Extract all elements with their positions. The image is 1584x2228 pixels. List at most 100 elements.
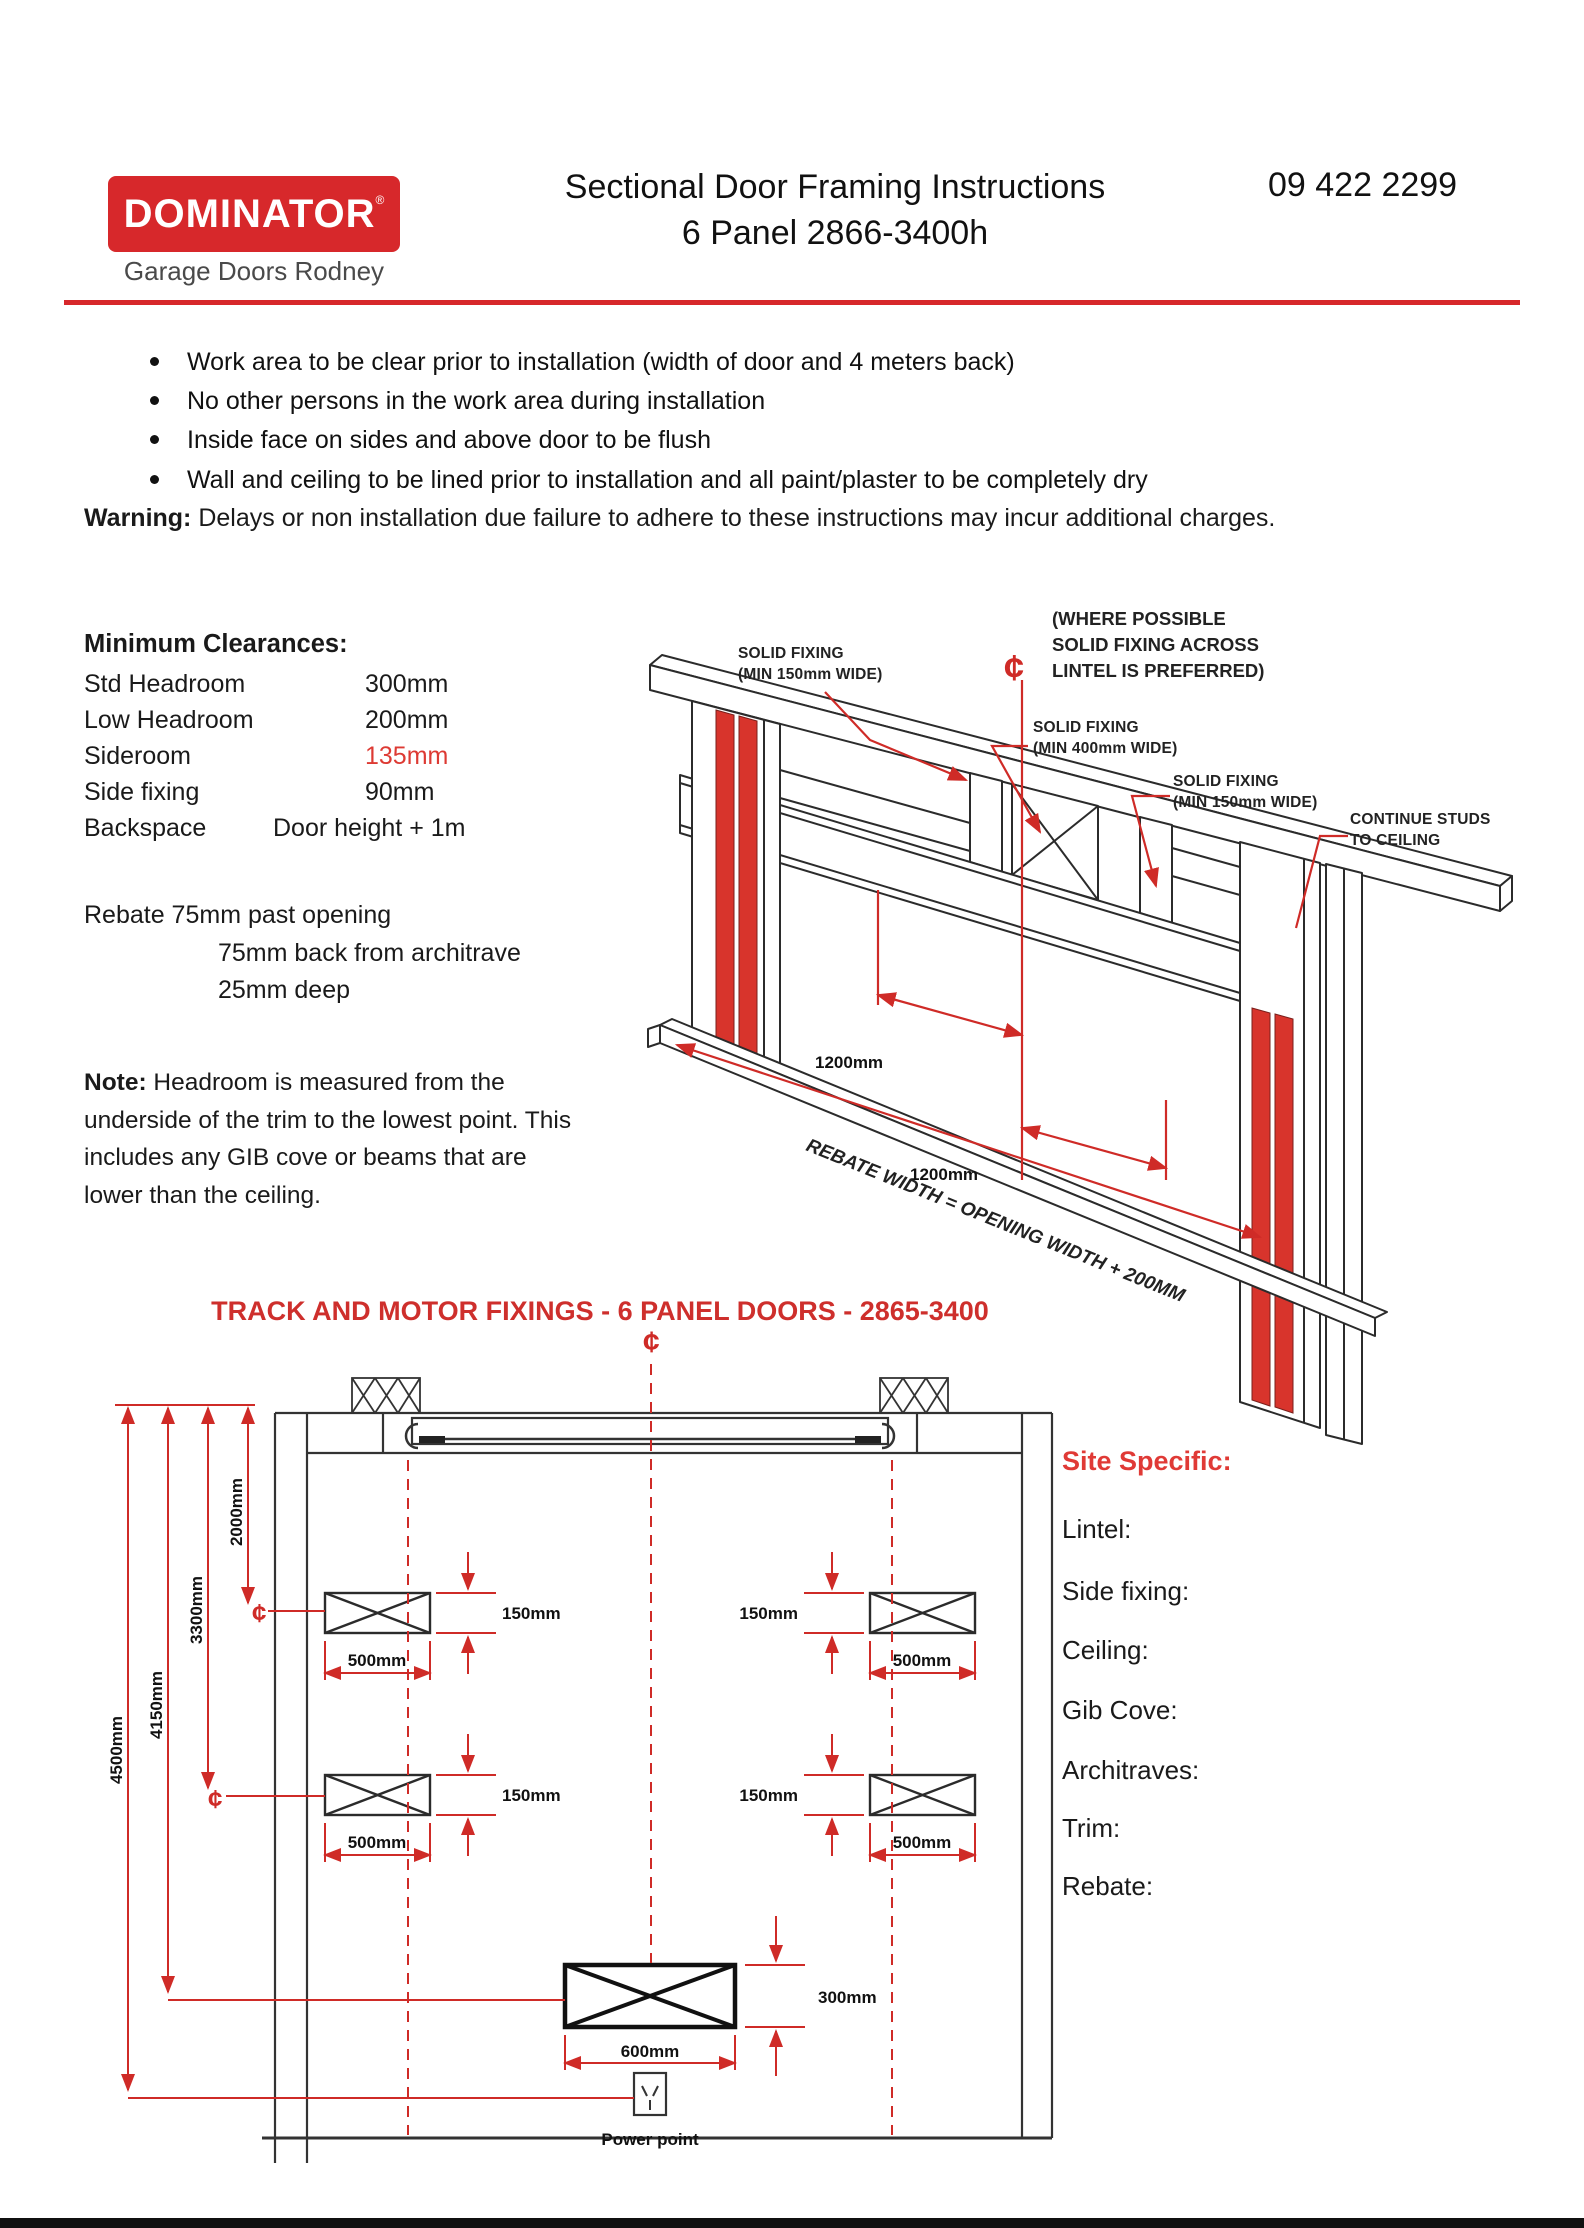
site-item-lintel: Lintel: bbox=[1062, 1514, 1132, 1544]
track-fixing-blocks bbox=[323, 1591, 977, 1817]
title-line1: Sectional Door Framing Instructions bbox=[564, 168, 1106, 206]
left-jamb bbox=[691, 700, 781, 1075]
svg-text:SOLID FIXING ACROSS: SOLID FIXING ACROSS bbox=[1052, 634, 1259, 655]
bullet-item: Inside face on sides and above door to b… bbox=[187, 426, 711, 454]
clearance-label: Low Headroom bbox=[84, 706, 254, 734]
fixing-stud-right bbox=[1139, 816, 1173, 924]
centerline-symbol-3300: ¢ bbox=[208, 1784, 222, 1814]
logo-wordmark: DOMINATOR bbox=[123, 191, 376, 236]
clearance-label: Std Headroom bbox=[84, 670, 246, 698]
motor-fixing-block bbox=[562, 1962, 738, 2030]
leader-continue-studs bbox=[1294, 834, 1348, 929]
logo-subtitle: Garage Doors Rodney bbox=[123, 256, 385, 286]
track-pin-left bbox=[419, 1436, 445, 1443]
lintel-hatch-blocks bbox=[351, 1377, 949, 1414]
track-pin-right bbox=[855, 1436, 881, 1443]
warning-label: Warning: bbox=[84, 504, 192, 532]
page-bottom-edge bbox=[0, 2218, 1584, 2228]
warning-text: Delays or non installation due failure t… bbox=[198, 504, 1276, 532]
dim-4500: 4500mm bbox=[107, 1716, 126, 1784]
centerline-symbol-top: ¢ bbox=[643, 1326, 660, 1359]
dim-150: 150mm bbox=[739, 1604, 798, 1623]
rebate-width-arrow bbox=[674, 1043, 1263, 1239]
clearances-heading: Minimum Clearances: bbox=[84, 630, 348, 658]
dim-500: 500mm bbox=[348, 1833, 407, 1852]
bullet-dot bbox=[150, 396, 159, 405]
bullet-item: No other persons in the work area during… bbox=[187, 387, 766, 415]
dim-500: 500mm bbox=[893, 1833, 952, 1852]
bullet-dot bbox=[150, 435, 159, 444]
dim-500: 500mm bbox=[348, 1651, 407, 1670]
power-point-label: Power point bbox=[601, 2130, 699, 2149]
bullet-item: Work area to be clear prior to installat… bbox=[187, 348, 1015, 376]
svg-text:(MIN 150mm WIDE): (MIN 150mm WIDE) bbox=[738, 666, 882, 683]
framing-diagram: ¢ SOLID FIXING (MIN 150mm WIDE) (WHERE P… bbox=[647, 608, 1513, 1445]
fixing-stud-left bbox=[969, 772, 1003, 873]
dim-300: 300mm bbox=[818, 1988, 877, 2007]
dim-500: 500mm bbox=[893, 1651, 952, 1670]
clearance-value: 300mm bbox=[365, 670, 449, 698]
title-line2: 6 Panel 2866-3400h bbox=[681, 214, 989, 252]
clearance-label: Backspace bbox=[84, 814, 207, 842]
dim-150: 150mm bbox=[502, 1604, 561, 1623]
svg-text:(MIN 150mm WIDE): (MIN 150mm WIDE) bbox=[1173, 794, 1317, 811]
registered-mark: ® bbox=[375, 193, 385, 207]
site-item-trim: Trim: bbox=[1062, 1813, 1121, 1843]
note-paragraph: Note: Headroom is measured from the unde… bbox=[84, 1064, 584, 1214]
centerline-symbol-2000: ¢ bbox=[252, 1598, 266, 1628]
centerline-symbol: ¢ bbox=[1004, 647, 1024, 688]
power-point-symbol bbox=[632, 2071, 668, 2117]
dim-4150: 4150mm bbox=[147, 1671, 166, 1739]
phone-number: 09 422 2299 bbox=[1268, 166, 1458, 204]
dim-3300: 3300mm bbox=[187, 1576, 206, 1644]
bullet-dot bbox=[150, 357, 159, 366]
track-motor-diagram: ¢ ¢ ¢ 4500mm 4150mm 3300mm 2000mm 150mm … bbox=[107, 1326, 1054, 2163]
dim-1200-arrow-a bbox=[875, 992, 1025, 1038]
svg-text:LINTEL IS PREFERRED): LINTEL IS PREFERRED) bbox=[1052, 660, 1264, 681]
site-item-architraves: Architraves: bbox=[1062, 1755, 1200, 1785]
note-label: Note: bbox=[84, 1069, 147, 1096]
rebate-line: Rebate 75mm past opening bbox=[84, 901, 392, 929]
dim-150: 150mm bbox=[739, 1786, 798, 1805]
rebate-line: 75mm back from architrave bbox=[218, 939, 521, 967]
noggin bbox=[1171, 847, 1241, 896]
site-specific-section: Site Specific: Lintel: Side fixing: Ceil… bbox=[1062, 1446, 1232, 1901]
site-specific-heading: Site Specific: bbox=[1062, 1446, 1232, 1476]
garage-walls bbox=[262, 1411, 1054, 2163]
clearance-value-sideroom: 135mm bbox=[365, 742, 449, 770]
track-red-dims bbox=[115, 1364, 977, 2135]
svg-text:(MIN 400mm WIDE): (MIN 400mm WIDE) bbox=[1033, 740, 1177, 757]
track-bracket-left bbox=[404, 1422, 419, 1450]
clearance-value: 200mm bbox=[365, 706, 449, 734]
site-item-ceiling: Ceiling: bbox=[1062, 1635, 1149, 1665]
framing-red-dims bbox=[674, 680, 1348, 1239]
dim-150: 150mm bbox=[502, 1786, 561, 1805]
track-diagram-heading: TRACK AND MOTOR FIXINGS - 6 PANEL DOORS … bbox=[211, 1296, 989, 1326]
label-continue-studs: CONTINUE STUDS bbox=[1350, 811, 1491, 828]
dim-1200-arrow-b bbox=[1019, 1125, 1169, 1171]
track-bracket-right bbox=[881, 1422, 896, 1450]
clearance-label: Side fixing bbox=[84, 778, 200, 806]
clearance-label: Sideroom bbox=[84, 742, 191, 770]
dominator-logo: DOMINATOR® bbox=[108, 176, 400, 252]
bullet-dot bbox=[150, 475, 159, 484]
site-item-side-fixing: Side fixing: bbox=[1062, 1576, 1190, 1606]
clearance-value: 90mm bbox=[365, 778, 435, 806]
framing-timber bbox=[649, 654, 1513, 1445]
header-rule bbox=[64, 300, 1520, 305]
bullet-item: Wall and ceiling to be lined prior to in… bbox=[187, 466, 1148, 494]
rebate-line: 25mm deep bbox=[218, 976, 351, 1004]
label-solid-fixing-right: SOLID FIXING bbox=[1173, 773, 1279, 790]
dim-1200-b: 1200mm bbox=[910, 1165, 978, 1184]
dim-1200-a: 1200mm bbox=[815, 1053, 883, 1072]
note-text: Headroom is measured from the underside … bbox=[84, 1069, 572, 1209]
leader-solid-fixing-left bbox=[824, 691, 969, 782]
dim-600: 600mm bbox=[621, 2042, 680, 2061]
page-title: Sectional Door Framing Instructions 6 Pa… bbox=[450, 164, 1220, 256]
top-plate-end bbox=[1499, 875, 1513, 912]
site-item-gib-cove: Gib Cove: bbox=[1062, 1695, 1178, 1725]
label-where-possible: (WHERE POSSIBLE bbox=[1052, 608, 1226, 629]
dim-2000: 2000mm bbox=[227, 1478, 246, 1546]
label-solid-fixing-left: SOLID FIXING bbox=[738, 645, 844, 662]
